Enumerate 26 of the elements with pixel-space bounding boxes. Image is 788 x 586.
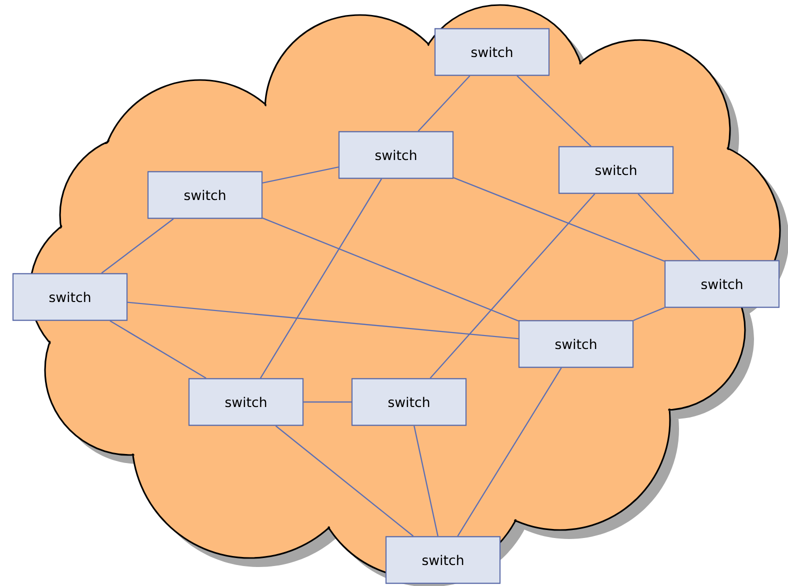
switch-box: switch <box>385 536 501 584</box>
connection-line <box>262 166 339 184</box>
connection-line <box>275 425 414 537</box>
connection-line <box>638 193 700 261</box>
switch-box: switch <box>664 260 780 308</box>
switch-box: switch <box>558 146 674 194</box>
connection-line <box>418 75 470 132</box>
switch-box: switch <box>518 320 634 368</box>
connection-line <box>101 218 174 274</box>
connection-line <box>516 75 592 147</box>
connection-line <box>260 178 382 378</box>
connection-line <box>453 177 665 262</box>
switch-box: switch <box>147 171 263 219</box>
switch-box: switch <box>338 131 454 179</box>
switch-box: switch <box>434 28 550 76</box>
switch-box: switch <box>12 273 128 321</box>
switch-box: switch <box>188 378 304 426</box>
connection-line <box>304 401 352 403</box>
connection-line <box>457 368 562 536</box>
connection-line <box>414 426 438 536</box>
connection-line <box>127 302 519 340</box>
connection-line <box>262 218 519 322</box>
connection-line <box>633 307 665 321</box>
connection-line <box>110 320 206 379</box>
connection-line <box>430 193 596 379</box>
switch-box: switch <box>351 378 467 426</box>
